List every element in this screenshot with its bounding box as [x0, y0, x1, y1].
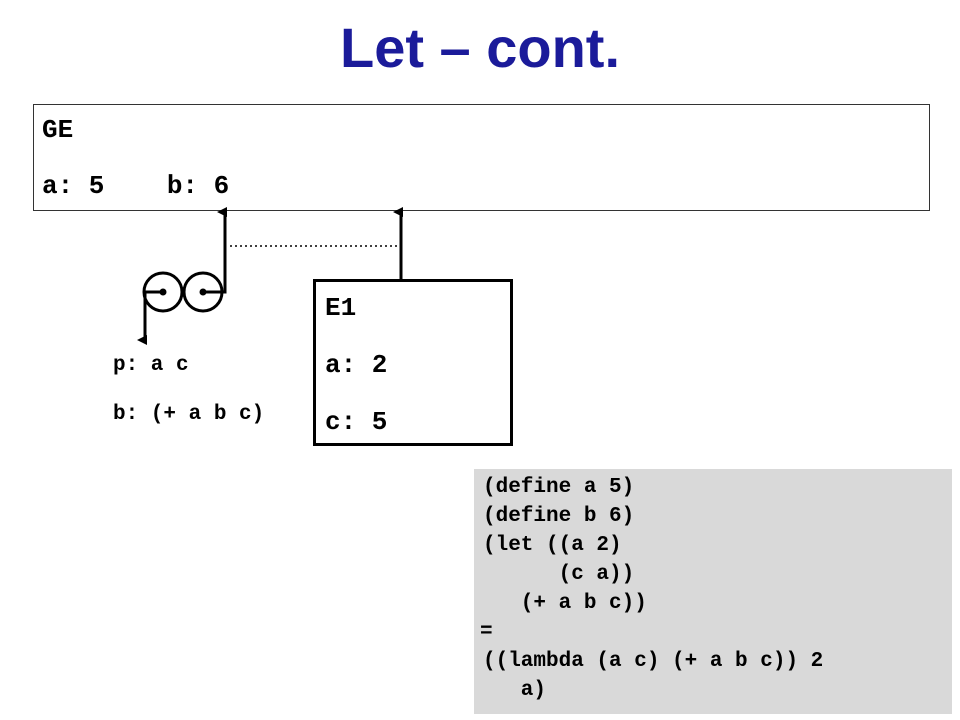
code-line: (define b 6) [483, 505, 635, 528]
code-line-equals: = [480, 621, 493, 644]
e1-label: E1 [325, 293, 357, 323]
procedure-code-arrow [137, 290, 163, 345]
e1-binding-a: a: 2 [325, 350, 388, 380]
ge-label: GE [42, 115, 74, 145]
code-line: ((lambda (a c) (+ a b c)) 2 [483, 650, 824, 673]
frame-e1: E1 a: 2 c: 5 [313, 279, 513, 446]
code-line: (c a)) [483, 563, 635, 586]
procedure-body: b: (+ a b c) [113, 403, 265, 426]
code-line: (let ((a 2) [483, 534, 622, 557]
global-environment-frame: GE a: 5 b: 6 [33, 104, 930, 211]
e1-binding-c: c: 5 [325, 407, 388, 437]
procedure-env-arrow [203, 207, 227, 294]
code-line: a) [483, 679, 547, 702]
code-line: (define a 5) [483, 476, 635, 499]
procedure-params: p: a c [113, 354, 189, 377]
slide-title: Let – cont. [339, 16, 621, 79]
ge-bindings: a: 5 b: 6 [42, 171, 230, 201]
code-line: (+ a b c)) [483, 592, 647, 615]
code-panel: (define a 5) (define b 6) (let ((a 2) (c… [474, 469, 952, 714]
